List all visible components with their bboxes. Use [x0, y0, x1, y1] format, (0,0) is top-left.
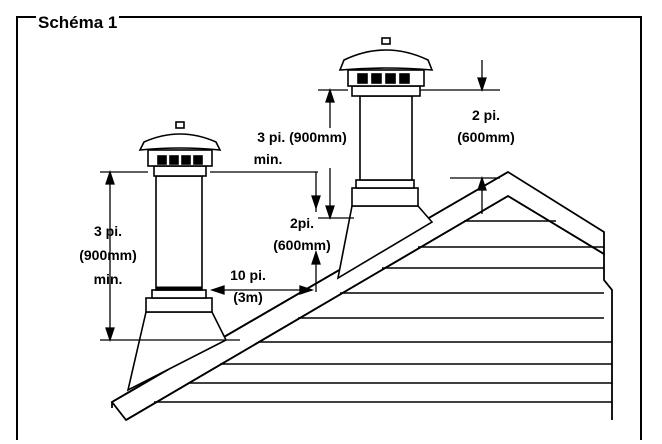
left-chimney: [126, 121, 228, 392]
top-clearance-label-1: 2 pi.: [472, 107, 500, 123]
diagram-title: Schéma 1: [36, 13, 120, 33]
left-height-label-3: min.: [94, 271, 123, 287]
mid-clearance-label-2: (600mm): [273, 237, 331, 253]
right-chimney: [336, 37, 434, 280]
dimension-labels: 3 pi. (900mm) min. 3 pi. (900mm) min. 2 …: [79, 107, 515, 305]
top-clearance-label-2: (600mm): [457, 129, 515, 145]
right-height-label-2: min.: [254, 151, 283, 167]
diagram-frame: [16, 16, 642, 440]
dimension-lines: [100, 60, 500, 343]
horizontal-label-2: (3m): [233, 289, 263, 305]
left-height-label-2: (900mm): [79, 247, 137, 263]
roof: [110, 170, 613, 422]
right-height-label-1: 3 pi. (900mm): [257, 129, 346, 145]
horizontal-label-1: 10 pi.: [230, 267, 266, 283]
left-height-label-1: 3 pi.: [94, 223, 122, 239]
mid-clearance-label-1: 2pi.: [290, 215, 314, 231]
